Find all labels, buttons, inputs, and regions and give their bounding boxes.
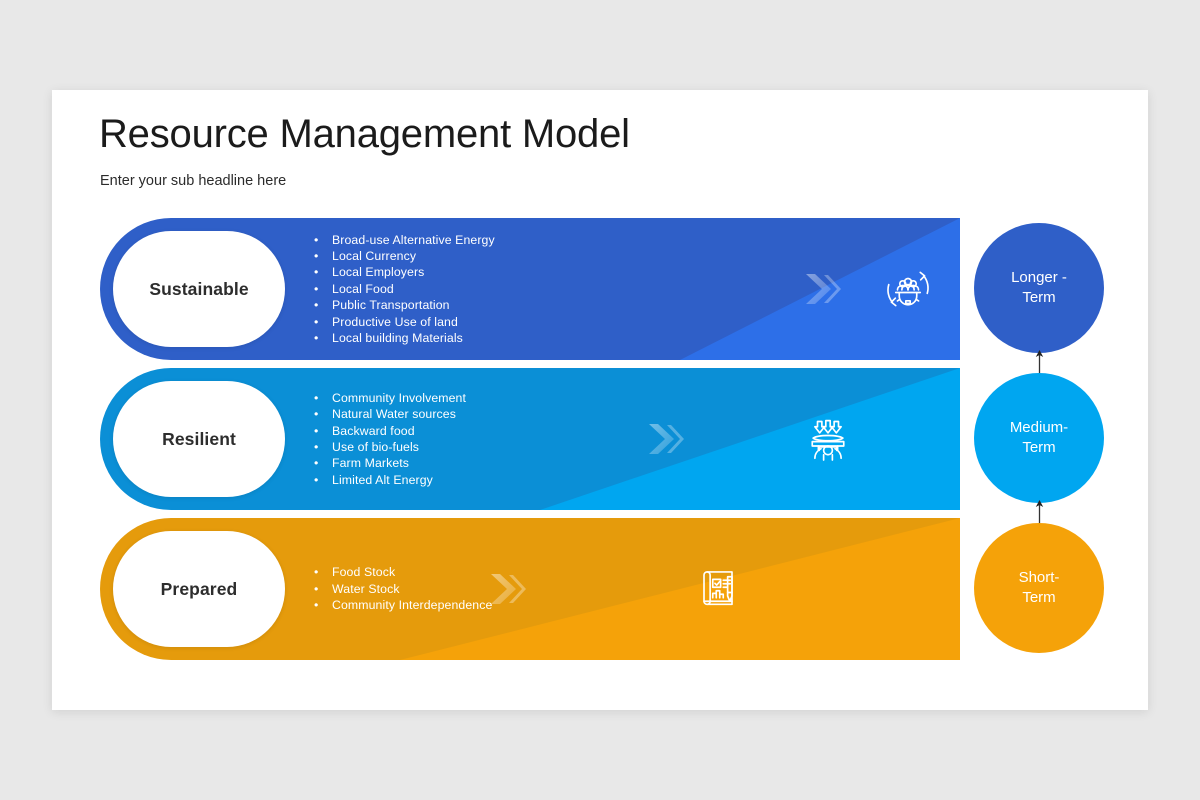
- blueprint-pencil-icon: [690, 561, 746, 617]
- circle-label-line2: Term: [1022, 289, 1056, 306]
- person-holding-platform-icon: [800, 411, 856, 467]
- circle-label-line1: Longer -: [1011, 269, 1067, 286]
- band-bullet-list-resilient: • Community Involvement • Natural Water …: [310, 368, 560, 510]
- list-item: • Water Stock: [310, 581, 560, 597]
- circle-label-line2: Term: [1022, 439, 1056, 456]
- bullet-text: Limited Alt Energy: [332, 472, 433, 487]
- bullet-marker-icon: •: [314, 265, 319, 280]
- bullet-text: Food Stock: [332, 565, 396, 580]
- circle-label-line1: Short-: [1018, 569, 1060, 586]
- slide-canvas: Resource Management Model Enter your sub…: [52, 90, 1148, 710]
- bullet-marker-icon: •: [314, 248, 319, 263]
- page-title: Resource Management Model: [99, 112, 630, 156]
- bullet-marker-icon: •: [314, 423, 319, 438]
- bullet-text: Community Involvement: [332, 390, 466, 405]
- bullet-text: Local Employers: [332, 265, 425, 280]
- band-prepared[interactable]: Prepared • Food Stock • Water Stock • Co…: [100, 518, 960, 660]
- circle-label: Short- Term: [1009, 568, 1070, 608]
- band-pill-prepared[interactable]: Prepared: [113, 531, 285, 647]
- timeline-circle-medium-term[interactable]: Medium- Term: [974, 373, 1104, 503]
- list-item: • Productive Use of land: [310, 314, 560, 330]
- bullet-marker-icon: •: [314, 232, 319, 247]
- band-bullet-list-prepared: • Food Stock • Water Stock • Community I…: [310, 518, 560, 660]
- band-pill-label: Sustainable: [149, 278, 249, 299]
- band-sustainable[interactable]: Sustainable • Broad-use Alternative Ener…: [100, 218, 960, 360]
- list-item: • Local building Materials: [310, 330, 560, 346]
- list-item: • Farm Markets: [310, 455, 560, 471]
- bullet-marker-icon: •: [314, 390, 319, 405]
- list-item: • Community Involvement: [310, 390, 560, 406]
- list-item: • Public Transportation: [310, 297, 560, 313]
- bullet-marker-icon: •: [314, 314, 319, 329]
- bullet-marker-icon: •: [314, 440, 319, 454]
- double-chevron-right-icon: [800, 266, 846, 312]
- band-pill-sustainable[interactable]: Sustainable: [113, 231, 285, 347]
- circle-label-line2: Term: [1022, 589, 1056, 606]
- bullet-text: Community Interdependence: [332, 598, 493, 613]
- double-chevron-right-icon: [643, 416, 689, 462]
- list-item: • Local Food: [310, 281, 560, 297]
- bullet-marker-icon: •: [314, 298, 319, 313]
- bullet-text: Use of bio-fuels: [332, 440, 420, 454]
- bullet-marker-icon: •: [314, 472, 319, 487]
- bullet-text: Natural Water sources: [332, 407, 456, 422]
- people-gear-cycle-icon: [880, 261, 936, 317]
- bullet-marker-icon: •: [314, 581, 319, 596]
- band-resilient[interactable]: Resilient • Community Involvement • Natu…: [100, 368, 960, 510]
- list-item: • Community Interdependence: [310, 597, 560, 613]
- bullet-text: Productive Use of land: [332, 314, 458, 329]
- list-item: • Food Stock: [310, 564, 560, 580]
- list-item: • Limited Alt Energy: [310, 472, 560, 488]
- band-pill-label: Resilient: [162, 428, 236, 449]
- list-item: • Use of bio-fuels: [310, 439, 560, 455]
- bullet-text: Backward food: [332, 423, 415, 438]
- up-arrow-icon: [1034, 350, 1045, 374]
- bullet-text: Public Transportation: [332, 298, 450, 313]
- timeline-circle-short-term[interactable]: Short- Term: [974, 523, 1104, 653]
- up-arrow-icon: [1034, 500, 1045, 524]
- bullet-text: Local Currency: [332, 248, 417, 263]
- bullet-marker-icon: •: [314, 598, 319, 613]
- bullet-marker-icon: •: [314, 407, 319, 422]
- bullet-text: Broad-use Alternative Energy: [332, 232, 495, 247]
- band-bullet-list-sustainable: • Broad-use Alternative Energy • Local C…: [310, 218, 560, 360]
- list-item: • Natural Water sources: [310, 406, 560, 422]
- bullet-text: Water Stock: [332, 581, 400, 596]
- circle-label-line1: Medium-: [1009, 419, 1069, 436]
- bullet-text: Local building Materials: [332, 331, 463, 346]
- list-item: • Local Currency: [310, 248, 560, 264]
- circle-label: Medium- Term: [1000, 418, 1078, 458]
- timeline-circle-longer-term[interactable]: Longer - Term: [974, 223, 1104, 353]
- list-item: • Broad-use Alternative Energy: [310, 232, 560, 248]
- list-item: • Backward food: [310, 423, 560, 439]
- page-subtitle: Enter your sub headline here: [100, 173, 287, 189]
- double-chevron-right-icon: [485, 566, 531, 612]
- bullet-marker-icon: •: [314, 456, 319, 471]
- list-item: • Local Employers: [310, 264, 560, 280]
- band-pill-resilient[interactable]: Resilient: [113, 381, 285, 497]
- bullet-marker-icon: •: [314, 281, 319, 296]
- bullet-marker-icon: •: [314, 331, 319, 346]
- circle-label: Longer - Term: [1001, 268, 1077, 308]
- bullet-text: Local Food: [332, 281, 394, 296]
- band-pill-label: Prepared: [160, 578, 238, 599]
- bullet-marker-icon: •: [314, 565, 319, 580]
- bullet-text: Farm Markets: [332, 456, 410, 471]
